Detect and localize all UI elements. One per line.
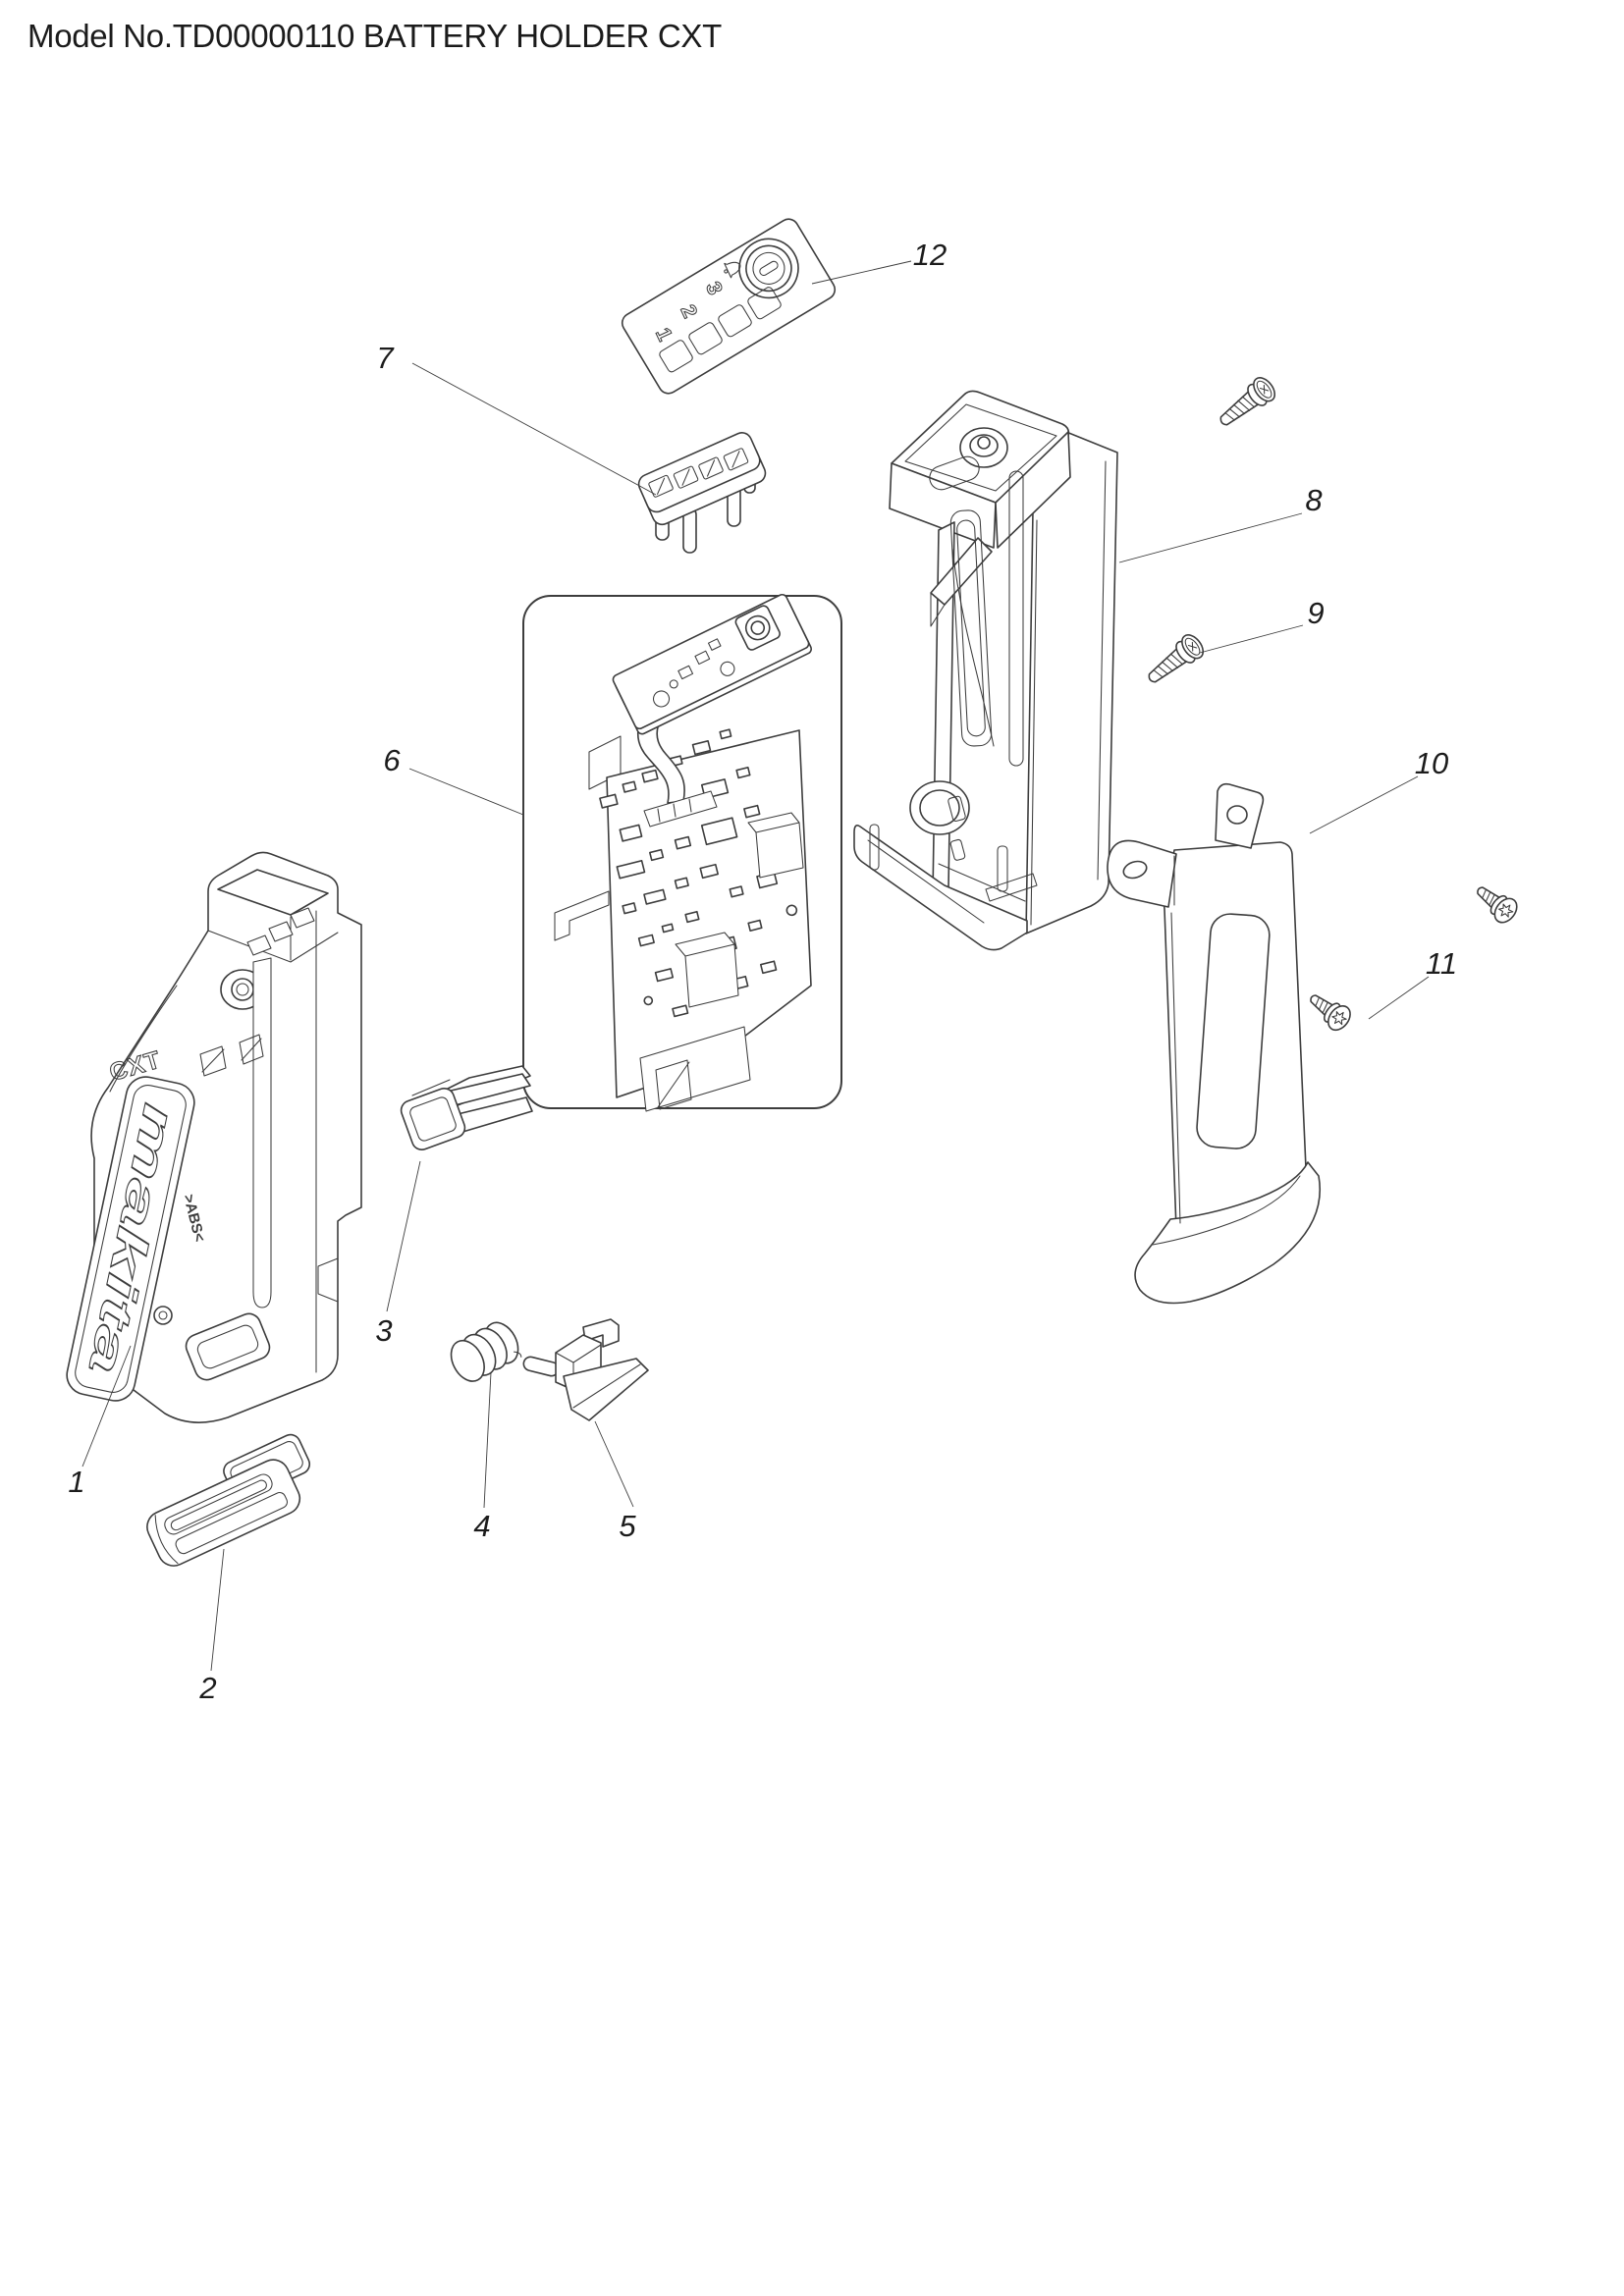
part-7-terminal-block-drawing: [637, 432, 767, 554]
label-window-1: [659, 340, 693, 373]
part-11-screw-left: [1302, 986, 1356, 1036]
part-label-5-lock-lever: 5: [619, 1509, 636, 1543]
leader-line-part-5: [594, 1420, 634, 1508]
part-3-terminal-clip-drawing: [400, 1065, 533, 1150]
leader-line-part-4: [483, 1371, 492, 1509]
part-label-6-controller-pcb-assembly: 6: [383, 743, 401, 777]
part-12-switch-label-drawing: 1 2 3: [621, 218, 837, 395]
part-label-4-compression-spring: 4: [473, 1509, 490, 1543]
alarm-bell-icon: [724, 261, 741, 279]
leader-line-part-10: [1309, 775, 1419, 834]
part-label-7-terminal-block: 7: [376, 341, 395, 375]
leader-line-part-1: [81, 1345, 132, 1468]
leader-line-part-7: [411, 362, 657, 496]
part-label-9-tapping-screw: 9: [1307, 596, 1324, 630]
page-title: Model No.TD00000110 BATTERY HOLDER CXT: [27, 18, 722, 54]
label-window-3: [718, 304, 752, 338]
part-1-housing-drawing: CXT makita >ABS<: [66, 851, 362, 1423]
part-label-12-switch-face-label: 12: [913, 238, 947, 272]
part-6-pcb-assembly-drawing: [522, 593, 842, 1112]
leader-line-part-12: [811, 260, 912, 285]
leader-line-part-3: [386, 1160, 421, 1312]
part-label-8-holder-housing-right: 8: [1305, 483, 1323, 517]
leader-line-part-11: [1368, 976, 1430, 1020]
switch-pcb-board: [612, 593, 812, 735]
leader-line-part-6: [408, 768, 524, 816]
label-window-4: [747, 287, 782, 320]
leader-line-part-2: [210, 1548, 225, 1672]
part-5-lock-lever-drawing: [522, 1318, 649, 1421]
part-11-screw-right: [1469, 878, 1523, 928]
leader-line-part-8: [1118, 512, 1303, 563]
part-2-latch-slider-drawing: [146, 1433, 311, 1567]
part-label-1-battery-holder-housing: 1: [68, 1465, 84, 1499]
part-4-spring-drawing: [450, 1321, 522, 1382]
part-10-belt-clip-drawing: [1107, 782, 1321, 1305]
part-label-11-clip-screw: 11: [1426, 946, 1457, 981]
part-label-3-terminal-clip: 3: [375, 1313, 392, 1348]
part-9-screw-top: [1213, 373, 1280, 434]
pcb-assembly-boundary: [522, 595, 842, 1109]
part-8-housing-drawing: [853, 390, 1118, 951]
push-button: [734, 605, 781, 651]
part-label-10-belt-clip: 10: [1415, 746, 1448, 780]
label-window-2: [688, 322, 723, 355]
leader-line-part-9: [1199, 624, 1304, 654]
part-9-screw-mid: [1141, 630, 1209, 691]
part-label-2-latch-slider: 2: [198, 1671, 216, 1705]
power-button-icon: [738, 238, 799, 299]
